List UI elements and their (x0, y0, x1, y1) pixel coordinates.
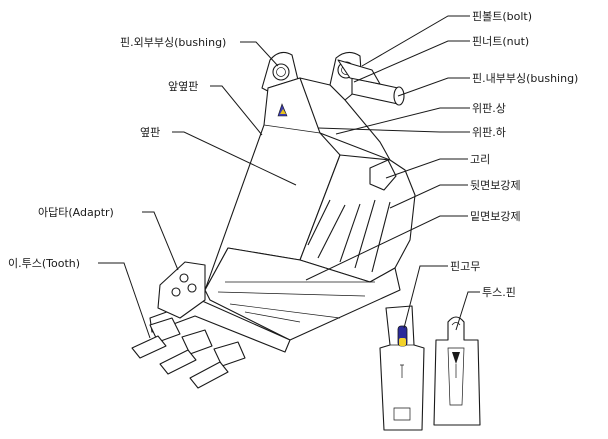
adapter (181, 329, 213, 355)
tooth-pin-icon (452, 352, 460, 364)
label-front-side-plate: 앞옆판 (168, 80, 198, 93)
label-pin-inner-bushing: 핀.내부부싱(bushing) (472, 72, 578, 85)
label-top-plate-upper: 위판.상 (472, 102, 506, 115)
tooth-row (131, 317, 246, 389)
tooth (159, 349, 197, 375)
left-pin-hole (272, 63, 290, 81)
hook (369, 159, 397, 191)
label-pin-bolt: 핀볼트(bolt) (472, 10, 532, 23)
pin-detail-right-body (433, 316, 481, 426)
tooth (131, 335, 167, 359)
adapter (213, 341, 246, 367)
label-pin-nut: 핀너트(nut) (472, 35, 529, 48)
label-rear-reinforcement: 뒷면보강제 (470, 179, 521, 192)
tooth-pin-detail (379, 305, 481, 431)
leader-lines (98, 15, 480, 339)
label-side-plate: 옆판 (140, 126, 160, 139)
label-adapter: 아답타(Adaptr) (38, 206, 114, 219)
label-pin-outer-bushing: 핀.외부부싱(bushing) (120, 36, 226, 49)
side-cutter (157, 261, 206, 319)
right-bracket-arm (337, 59, 381, 85)
label-pin-rubber: 핀고무 (450, 260, 480, 273)
label-bottom-reinforcement: 밑면보강제 (470, 210, 521, 223)
bucket-drawing (131, 51, 416, 389)
label-tooth: 이.투스(Tooth) (8, 257, 80, 270)
label-top-plate-lower: 위판.하 (472, 125, 506, 139)
label-hook: 고리 (470, 153, 490, 166)
labels: 핀볼트(bolt) 핀너트(nut) 핀.외부부싱(bushing) 핀.내부부… (8, 10, 578, 299)
tooth (189, 361, 229, 389)
label-tooth-pin: 투스.핀 (482, 286, 516, 299)
